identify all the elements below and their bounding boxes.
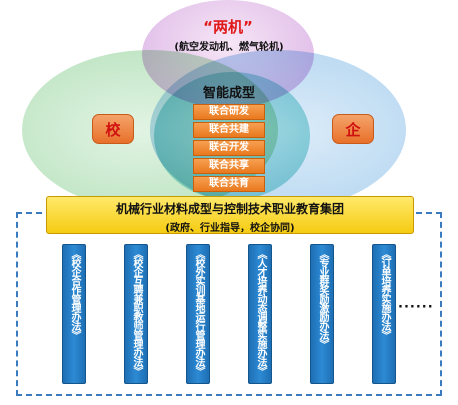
joint-item: 联合共享 (193, 158, 265, 174)
policy-column: 《订单培养实施办法》 (372, 244, 396, 384)
two-engines-subtitle: (航空发动机、燃气轮机) (174, 42, 284, 53)
education-group-subtitle: (政府、行业指导，校企协同) (165, 223, 295, 234)
education-group-banner: 机械行业材料成型与控制技术职业教育集团 (政府、行业指导，校企协同) (46, 196, 414, 234)
policy-column: 《人才培养动态调整实施办法》 (248, 244, 272, 384)
joint-item: 联合共育 (193, 176, 265, 192)
policy-column: 《校外实训基地运行管理办法》 (186, 244, 210, 384)
policy-column: 《专业群奖励激励办法》 (310, 244, 334, 384)
joint-item: 联合开发 (193, 140, 265, 156)
policy-column-label: 《校外实训基地运行管理办法》 (193, 249, 204, 375)
intelligent-forming-title: 智能成型 (202, 86, 255, 101)
policy-column-label: 《专业群奖励激励办法》 (317, 249, 328, 348)
policy-column-label: 《人才培养动态调整实施办法》 (255, 249, 266, 375)
enterprise-badge: 企 (332, 114, 374, 144)
policy-column-label: 《校企互聘兼职教师管理办法》 (131, 249, 142, 375)
policy-column-label: 《订单培养实施办法》 (379, 249, 390, 339)
policy-column: 《校企互聘兼职教师管理办法》 (124, 244, 148, 384)
two-engines-title: “两机” (203, 18, 253, 36)
policy-column: 《校企合作管理办法》 (62, 244, 86, 384)
joint-item: 联合研发 (193, 104, 265, 120)
joint-item: 联合共建 (193, 122, 265, 138)
policy-column-label: 《校企合作管理办法》 (69, 249, 80, 339)
education-group-title: 机械行业材料成型与控制技术职业教育集团 (115, 202, 344, 216)
more-ellipsis: ······ (398, 300, 434, 315)
school-badge: 校 (92, 114, 134, 144)
